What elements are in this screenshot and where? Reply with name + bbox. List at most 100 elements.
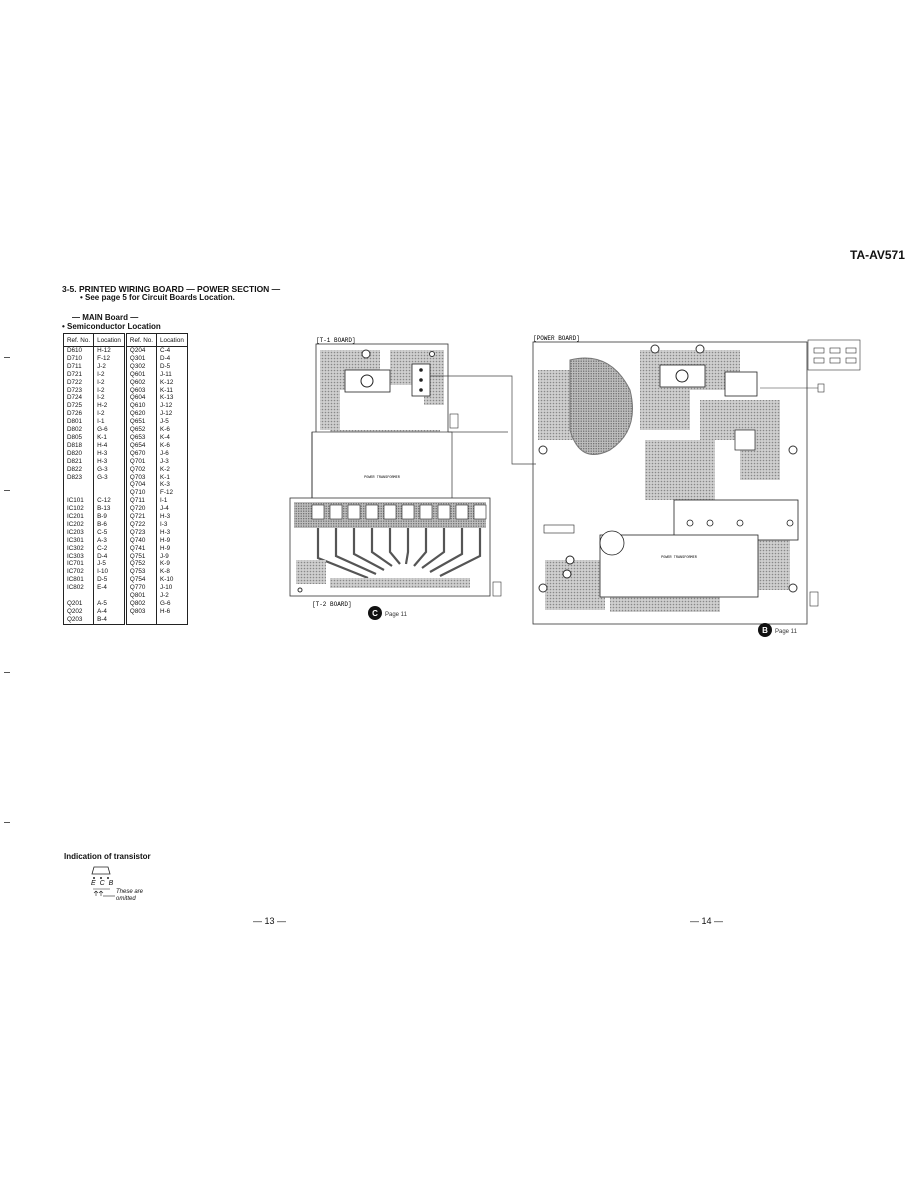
table-cell: K-10 <box>160 576 174 584</box>
table-cell: D723 <box>63 386 95 395</box>
margin-mark <box>4 672 10 673</box>
margin-mark <box>4 357 10 358</box>
table-cell: H-2 <box>93 402 127 411</box>
table-cell: Q601 <box>125 370 158 379</box>
table-cell: D726 <box>63 410 95 419</box>
table-cell: Q802 <box>125 600 158 608</box>
table-cell: IC203 <box>63 528 95 537</box>
table-cell: H-3 <box>93 457 127 466</box>
t1-board-label: [T-1 BOARD] <box>316 337 356 344</box>
table-cell <box>93 592 127 600</box>
table-cell: IC802 <box>63 584 95 593</box>
table-cell: I-1 <box>93 418 127 427</box>
table-cell: H-6 <box>160 607 171 615</box>
table-cell: G-3 <box>93 465 127 474</box>
table-cell: IC201 <box>63 513 95 521</box>
t2-board <box>289 497 502 597</box>
table-cell: F-12 <box>160 489 173 497</box>
table-cell: G-6 <box>160 600 171 607</box>
table-cell: Q702 <box>125 465 158 474</box>
table-cell: D805 <box>63 433 95 442</box>
table-cell: Q710 <box>125 489 158 498</box>
table-cell: K-13 <box>160 394 174 402</box>
column-header: Location <box>93 333 127 347</box>
table-cell <box>93 489 127 498</box>
table-cell: J-5 <box>160 418 169 426</box>
semiconductor-location-table: Ref. No. Location Ref. No. Location D610… <box>62 333 188 625</box>
page-number-left: — 13 — <box>253 916 287 926</box>
table-cell: Q203 <box>63 615 95 625</box>
table-cell: H-9 <box>160 536 171 544</box>
table-cell: Q723 <box>125 528 158 537</box>
ref-b-letter: B <box>762 626 768 635</box>
table-cell: Q654 <box>125 441 158 450</box>
ref-c-marker <box>368 606 382 620</box>
table-cell <box>63 481 95 490</box>
table-cell: J-11 <box>160 370 172 378</box>
table-cell: B-4 <box>93 615 127 625</box>
table-cell: H-3 <box>160 513 171 521</box>
table-cell: D801 <box>63 418 95 427</box>
table-cell <box>63 592 95 600</box>
table-cell: I-10 <box>93 568 127 577</box>
table-cell: Q770 <box>125 584 158 593</box>
table-caption: • Semiconductor Location <box>62 322 161 331</box>
table-cell: D802 <box>63 426 95 434</box>
table-cell: Q202 <box>63 607 95 616</box>
table-cell: E-4 <box>93 584 127 593</box>
table-cell: B-9 <box>93 513 127 521</box>
board-label: — MAIN Board — <box>72 313 139 322</box>
table-cell: D711 <box>63 362 95 371</box>
table-cell: C-12 <box>93 497 127 506</box>
table-cell: I-2 <box>93 394 127 403</box>
table-cell: Q801 <box>125 592 158 600</box>
table-cell: Q602 <box>125 378 158 387</box>
page-number-right: — 14 — <box>690 916 724 926</box>
table-cell: Q803 <box>125 607 158 616</box>
table-cell: J-10 <box>160 584 173 592</box>
table-cell: IC701 <box>63 560 95 569</box>
table-cell: J-2 <box>160 592 169 600</box>
table-cell: K-8 <box>160 568 170 576</box>
interconnect-wires <box>430 375 536 465</box>
table-cell: K-6 <box>160 441 170 449</box>
table-cell: IC202 <box>63 520 95 529</box>
table-cell: I-2 <box>93 410 127 419</box>
transformer-label: POWER TRANSFORMER <box>364 476 401 480</box>
table-cell: D710 <box>63 354 95 363</box>
ref-c-letter: C <box>372 609 378 618</box>
table-cell: C-5 <box>93 528 127 537</box>
section-note: • See page 5 for Circuit Boards Location… <box>80 293 235 302</box>
table-cell: K-12 <box>160 378 174 386</box>
table-cell: Q653 <box>125 433 158 442</box>
table-cell: D724 <box>63 394 95 403</box>
table-cell: Q740 <box>125 536 158 545</box>
transistor-note-line1: These are <box>116 889 144 895</box>
table-cell: J-12 <box>160 410 173 418</box>
table-cell: B-6 <box>93 520 127 529</box>
table-cell: Q701 <box>125 457 158 466</box>
table-cell: IC702 <box>63 568 95 577</box>
table-cell: H-9 <box>160 544 171 552</box>
table-cell: K-11 <box>160 386 173 394</box>
table-cell: D-5 <box>93 576 127 585</box>
table-cell: B-13 <box>93 505 127 514</box>
margin-mark <box>4 490 10 491</box>
table-cell: J-6 <box>160 449 169 457</box>
